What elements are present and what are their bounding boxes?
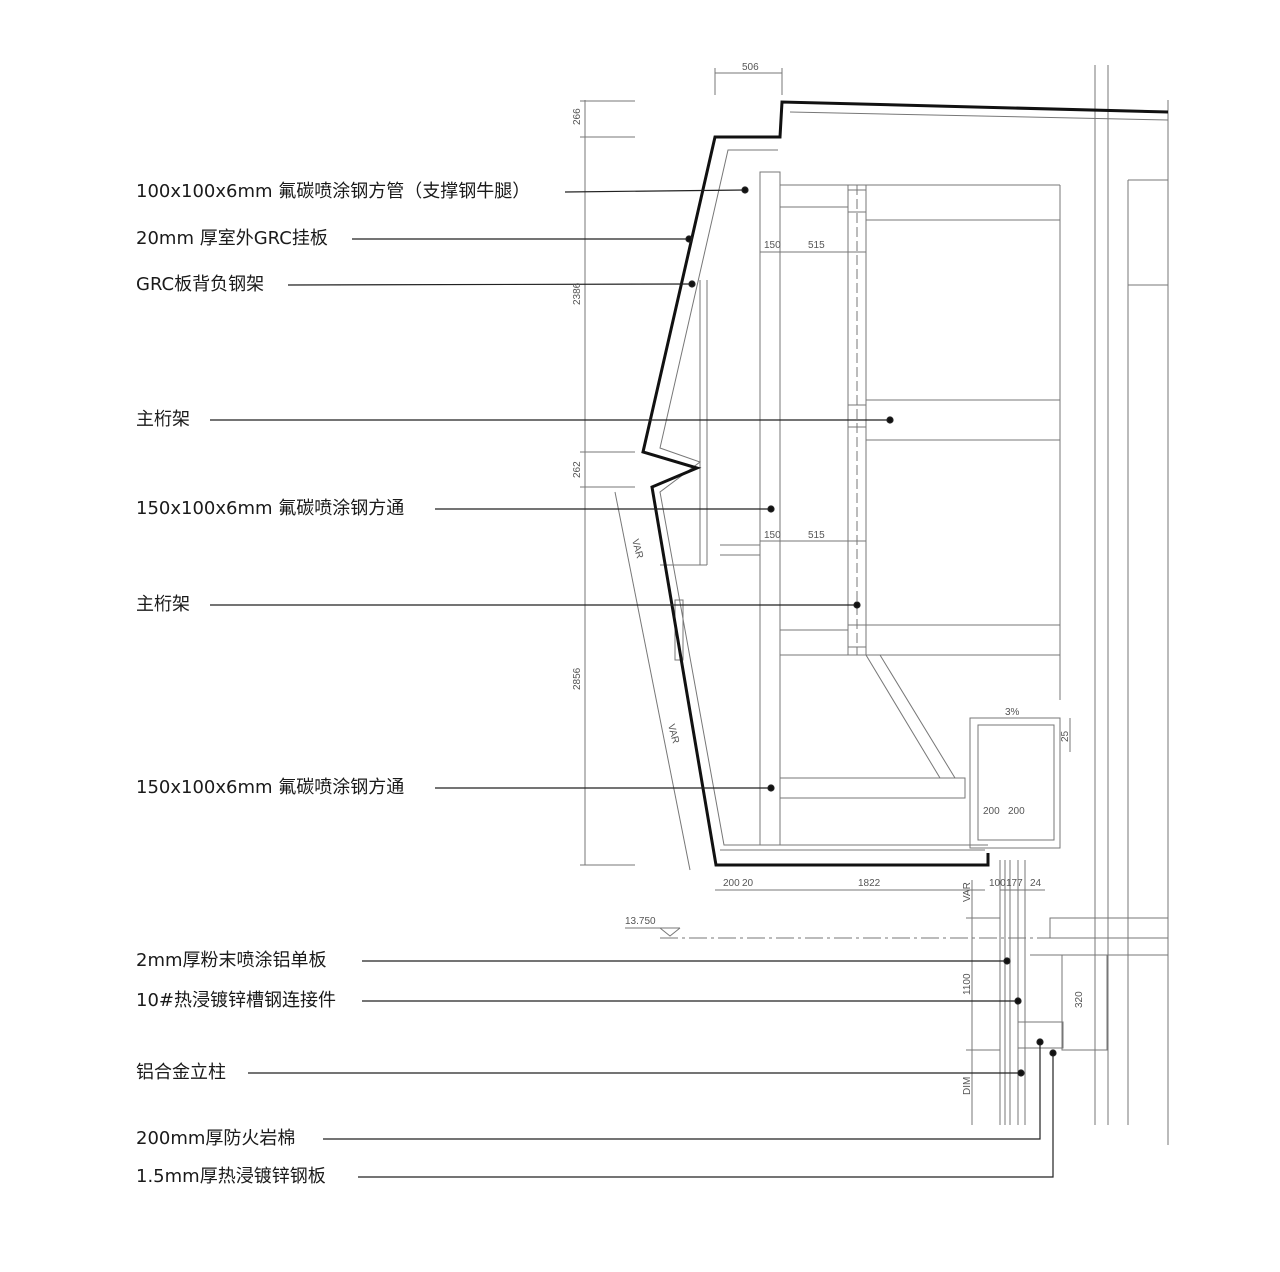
- label-rock-wool: 200mm厚防火岩棉: [136, 1128, 296, 1149]
- grc-outline: [641, 100, 1169, 867]
- dim-d1: 100: [989, 878, 1006, 889]
- dim-d2: 177: [1006, 878, 1023, 889]
- label-channel-connector: 10#热浸镀锌槽钢连接件: [136, 990, 336, 1011]
- label-grc-frame: GRC板背负钢架: [136, 274, 265, 295]
- dim-b2: 515: [808, 530, 825, 541]
- dim-h2: 2386: [572, 282, 583, 305]
- dim-var2: VAR: [665, 723, 681, 745]
- dim-var3: VAR: [962, 882, 973, 902]
- label-aluminum-mullion: 铝合金立柱: [136, 1062, 226, 1083]
- dim-d3: 24: [1030, 878, 1042, 889]
- dim-b1: 150: [764, 530, 781, 541]
- label-main-truss-1: 主桁架: [136, 409, 190, 430]
- dim-g1: 200: [983, 806, 1000, 817]
- label-main-truss-2: 主桁架: [136, 594, 190, 615]
- dim-e1: 1100: [962, 973, 973, 995]
- structure-thin-lines: [580, 65, 1169, 1145]
- leader-lines: [210, 186, 1057, 1178]
- dim-g2: 200: [1008, 806, 1025, 817]
- label-steel-bracket: 100x100x6mm 氟碳喷涂钢方管（支撑钢牛腿）: [136, 181, 531, 202]
- label-grc-panel: 20mm 厚室外GRC挂板: [136, 228, 328, 249]
- dim-c3: 1822: [858, 878, 881, 889]
- dim-a2: 515: [808, 240, 825, 251]
- dim-top-width: 506: [742, 62, 759, 73]
- dim-e2: DIM: [962, 1077, 973, 1095]
- dim-c2: 20: [742, 878, 754, 889]
- dim-a1: 150: [764, 240, 781, 251]
- label-steel-sheet: 1.5mm厚热浸镀锌钢板: [136, 1166, 326, 1187]
- dim-h3: 262: [572, 461, 583, 478]
- dim-c1: 200: [723, 878, 740, 889]
- label-steel-tube-1: 150x100x6mm 氟碳喷涂钢方通: [136, 498, 405, 519]
- level-mark: 13.750: [625, 916, 656, 927]
- dim-f1: 25: [1060, 730, 1071, 742]
- slope-mark: 3%: [1005, 707, 1020, 718]
- dim-h1: 266: [572, 108, 583, 125]
- dim-h4: 2856: [572, 667, 583, 690]
- label-steel-tube-2: 150x100x6mm 氟碳喷涂钢方通: [136, 777, 405, 798]
- dim-k1: 320: [1074, 991, 1085, 1008]
- dim-var1: VAR: [629, 538, 645, 560]
- label-aluminum-panel: 2mm厚粉末喷涂铝单板: [136, 950, 327, 971]
